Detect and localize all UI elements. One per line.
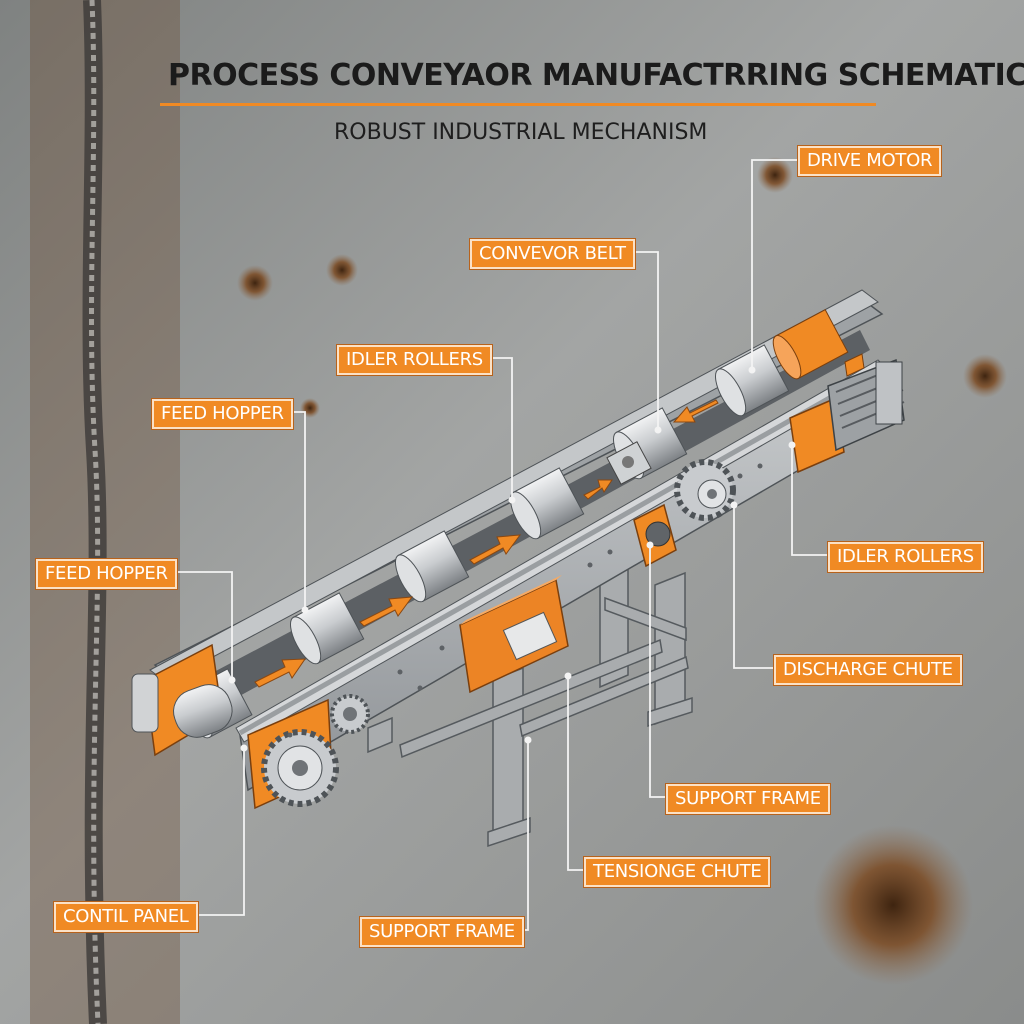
flow-arrows [254,399,719,688]
leader-support-frame-right [649,545,666,798]
leader-discharge-chute [733,505,774,669]
rust-spot [963,354,1007,398]
weld-seam-highlight [89,0,101,1024]
title-underline [160,103,876,106]
callout-feed-hopper-left: FEED HOPPER [35,558,178,590]
page-subtitle: ROBUST INDUSTRIAL MECHANISM [334,120,708,145]
support-frame [367,546,693,848]
leader-endpoints [228,366,796,752]
flow-arrow-icon [254,658,306,688]
rail-rivets [287,463,763,738]
flow-arrow-icon [583,479,613,500]
rust-spot [813,825,973,985]
callout-tensioning-chute: TENSIONGE CHUTE [582,856,772,888]
leader-idler-rollers-right [791,445,828,556]
rust-spot [300,398,320,418]
rust-spot [757,157,793,193]
callout-drive-motor: DRIVE MOTOR [796,145,943,177]
control-box [459,575,569,694]
rust-spot [237,265,273,301]
nameplate [502,611,558,661]
callout-feed-hopper-top: FEED HOPPER [151,398,294,430]
callout-support-frame-right: SUPPORT FRAME [665,783,831,815]
leader-control-panel [192,748,245,916]
flow-arrow-icon [469,534,522,565]
flow-arrow-icon [672,399,719,423]
tail-pulley-assembly [131,643,370,810]
callout-idler-rollers-top: IDLER ROLLERS [336,344,493,376]
callout-support-frame-bottom: SUPPORT FRAME [359,916,525,948]
callout-idler-rollers-right: IDLER ROLLERS [827,541,984,573]
front-rail-top-bar [238,364,886,736]
flow-arrow-icon [359,596,414,627]
idler-roller [715,344,790,417]
leader-tensioning-chute [567,676,584,871]
idler-roller [395,530,470,603]
leader-feed-hopper-left [174,571,233,680]
idler-roller [510,467,585,540]
page-title: PROCESS CONVEYAOR MANUFACTRRING SCHEMATI… [168,58,1024,93]
rust-spot [326,254,358,286]
drive-roller [772,309,849,380]
idler-roller [290,592,365,665]
drive-motor-assembly [789,353,905,474]
leader-support-frame-bottom [522,740,529,931]
callout-control-panel: CONTIL PANEL [53,901,199,933]
leader-conveyor-belt [628,251,659,430]
callout-discharge-chute: DISCHARGE CHUTE [773,654,963,686]
leader-drive-motor [751,159,798,370]
callout-conveyor-belt: CONVEVOR BELT [469,238,636,270]
sensor-block [606,441,652,485]
mid-bearing-assembly [633,459,736,568]
